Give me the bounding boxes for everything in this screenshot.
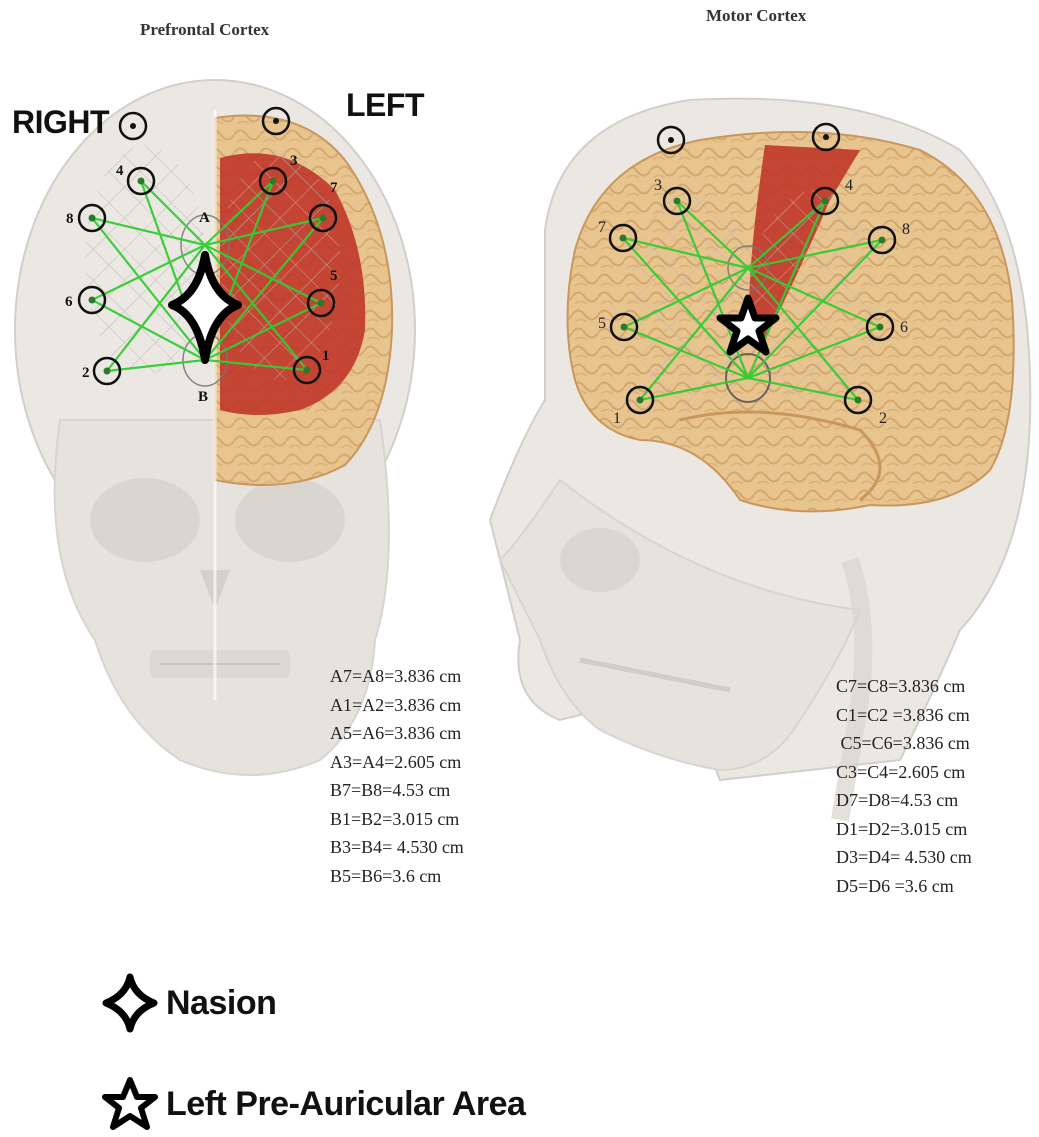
mc-label-1: 1 bbox=[613, 410, 621, 427]
prefrontal-distance-item: A1=A2=3.836 cm bbox=[330, 691, 464, 720]
motor-distance-item: C5=C6=3.836 cm bbox=[836, 729, 972, 758]
motor-distance-list: C7=C8=3.836 cm C1=C2 =3.836 cm C5=C6=3.8… bbox=[836, 672, 972, 900]
legend-pre-auricular: Left Pre-Auricular Area bbox=[100, 1075, 525, 1133]
nasion-legend-label: Nasion bbox=[166, 984, 276, 1023]
pf-label-4: 4 bbox=[116, 163, 124, 179]
pf-label-6: 6 bbox=[65, 294, 73, 310]
pf-ref-label-b: B bbox=[198, 389, 208, 405]
mc-label-8: 8 bbox=[902, 221, 910, 238]
motor-distance-item: D5=D6 =3.6 cm bbox=[836, 872, 972, 901]
mc-label-4: 4 bbox=[845, 177, 853, 194]
pf-label-8: 8 bbox=[66, 211, 74, 227]
pf-label-7: 7 bbox=[330, 180, 338, 196]
mc-label-7: 7 bbox=[598, 219, 606, 236]
prefrontal-distance-item: B3=B4= 4.530 cm bbox=[330, 833, 464, 862]
mc-label-3: 3 bbox=[654, 177, 662, 194]
pf-label-5: 5 bbox=[330, 268, 338, 284]
motor-distance-item: D1=D2=3.015 cm bbox=[836, 815, 972, 844]
prefrontal-distance-item: B7=B8=4.53 cm bbox=[330, 776, 464, 805]
left-side-label: LEFT bbox=[346, 87, 424, 124]
pre-auricular-legend-icon bbox=[100, 1075, 160, 1133]
pf-label-2: 2 bbox=[82, 365, 90, 381]
motor-distance-item: D3=D4= 4.530 cm bbox=[836, 843, 972, 872]
pre-auricular-legend-label: Left Pre-Auricular Area bbox=[166, 1085, 525, 1124]
prefrontal-cortex-title: Prefrontal Cortex bbox=[140, 20, 269, 40]
mc-label-5: 5 bbox=[598, 315, 606, 332]
legend-nasion: Nasion bbox=[100, 973, 276, 1033]
pf-ref-label-a: A bbox=[199, 210, 210, 226]
prefrontal-distance-item: B1=B2=3.015 cm bbox=[330, 805, 464, 834]
pf-label-3: 3 bbox=[290, 153, 298, 169]
motor-distance-item: C1=C2 =3.836 cm bbox=[836, 701, 972, 730]
prefrontal-distance-list: A7=A8=3.836 cm A1=A2=3.836 cm A5=A6=3.83… bbox=[330, 662, 464, 890]
pf-label-1: 1 bbox=[322, 348, 330, 364]
nasion-legend-icon bbox=[100, 973, 160, 1033]
prefrontal-distance-item: A5=A6=3.836 cm bbox=[330, 719, 464, 748]
motor-cortex-title: Motor Cortex bbox=[706, 6, 806, 26]
prefrontal-distance-item: A3=A4=2.605 cm bbox=[330, 748, 464, 777]
right-side-label: RIGHT bbox=[12, 104, 109, 141]
prefrontal-distance-item: A7=A8=3.836 cm bbox=[330, 662, 464, 691]
prefrontal-distance-item: B5=B6=3.6 cm bbox=[330, 862, 464, 891]
motor-distance-item: D7=D8=4.53 cm bbox=[836, 786, 972, 815]
mc-label-2: 2 bbox=[879, 410, 887, 427]
motor-distance-item: C7=C8=3.836 cm bbox=[836, 672, 972, 701]
mc-label-6: 6 bbox=[900, 319, 908, 336]
motor-distance-item: C3=C4=2.605 cm bbox=[836, 758, 972, 787]
